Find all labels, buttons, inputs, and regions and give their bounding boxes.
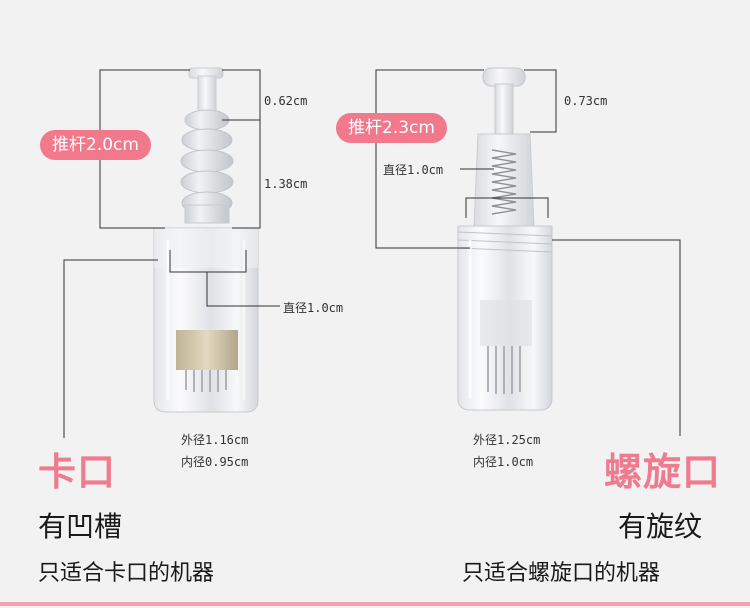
right-dim-diameter: 直径1.0cm bbox=[383, 163, 444, 177]
right-type-title: 螺旋口 bbox=[604, 450, 722, 494]
right-cartridge bbox=[457, 67, 553, 411]
right-feature: 有旋纹 bbox=[618, 510, 703, 543]
right-compat: 只适合螺旋口的机器 bbox=[462, 561, 661, 586]
right-push-rod-label: 推杆2.3cm bbox=[336, 113, 447, 143]
right-rod bbox=[494, 83, 514, 135]
left-dim-top: 0.62cm bbox=[264, 94, 308, 108]
right-outer-diameter: 外径1.25cm bbox=[473, 433, 541, 447]
right-needles bbox=[487, 346, 521, 394]
left-rod bbox=[197, 75, 217, 113]
left-compat: 只适合卡口的机器 bbox=[38, 561, 215, 586]
left-needles bbox=[185, 370, 227, 392]
left-push-rod-label: 推杆2.0cm bbox=[40, 130, 151, 160]
left-bellows bbox=[180, 109, 234, 224]
left-inner-diameter: 内径0.95cm bbox=[181, 455, 249, 469]
left-type-title: 卡口 bbox=[38, 450, 117, 494]
bottom-accent-line bbox=[0, 602, 750, 606]
left-brass-hub bbox=[176, 330, 238, 370]
right-leader-lines bbox=[375, 69, 681, 436]
left-dim-mid: 1.38cm bbox=[264, 177, 308, 191]
left-cartridge bbox=[153, 67, 259, 413]
left-feature: 有凹槽 bbox=[38, 510, 123, 543]
right-thread bbox=[457, 231, 553, 253]
right-rod-cap bbox=[482, 67, 526, 87]
left-dim-diameter: 直径1.0cm bbox=[283, 301, 344, 315]
right-inner-diameter: 内径1.0cm bbox=[473, 455, 534, 469]
left-outer-diameter: 外径1.16cm bbox=[181, 433, 249, 447]
right-dim-top: 0.73cm bbox=[564, 94, 608, 108]
right-spring bbox=[491, 149, 517, 215]
